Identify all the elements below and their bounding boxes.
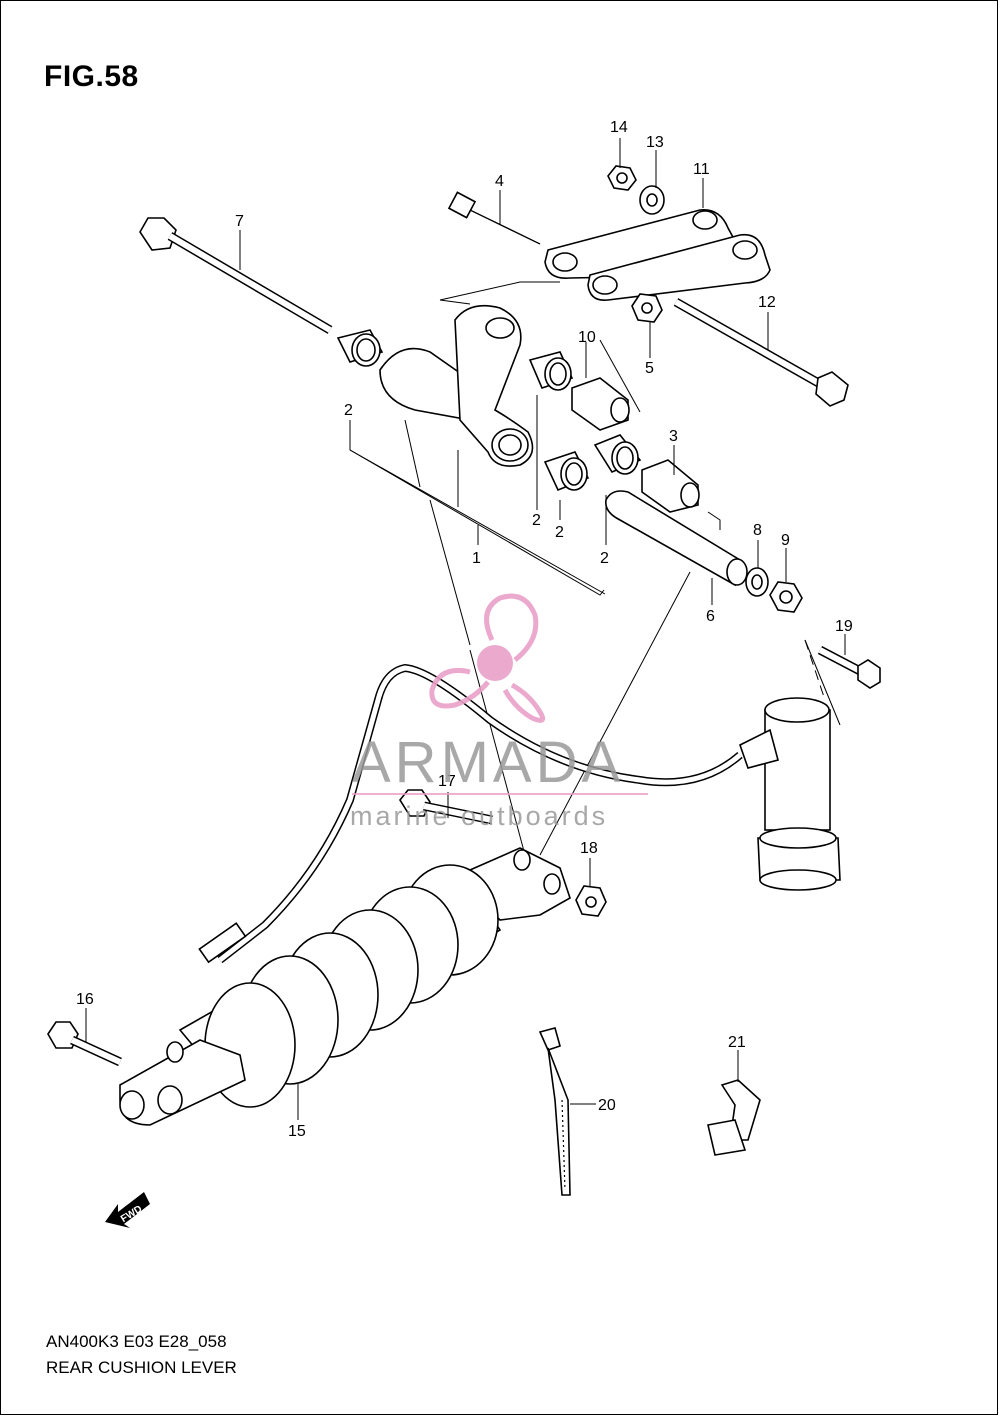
washer-13 [639, 185, 665, 215]
bolt-16 [47, 1021, 122, 1067]
callout-18: 18 [580, 840, 598, 857]
clamp-21 [707, 1079, 761, 1156]
bearing-2-right [593, 434, 642, 475]
cable-tie-20 [538, 1027, 571, 1196]
armada-watermark: ARMADA marine outboards [350, 593, 648, 831]
callout-6: 6 [706, 608, 715, 625]
propeller-logo-icon [429, 593, 546, 723]
callout-labels: 1 2 2 2 2 3 4 5 6 7 8 9 10 11 12 13 14 1… [76, 119, 853, 1140]
spacer-10 [571, 377, 630, 431]
spacer-3 [641, 459, 700, 513]
callout-2-lower: 2 [555, 524, 564, 541]
bearing-2-lower [543, 451, 590, 492]
callout-1: 1 [472, 550, 481, 567]
diagram-name: REAR CUSHION LEVER [46, 1358, 237, 1377]
callout-2-mid: 2 [532, 512, 541, 529]
bolt-12 [673, 298, 849, 407]
callout-20: 20 [598, 1097, 616, 1114]
callout-5: 5 [645, 360, 654, 377]
pipe-6 [604, 490, 748, 587]
callout-10: 10 [578, 329, 596, 346]
nut-9 [769, 581, 803, 613]
figure-title: FIG.58 [44, 60, 139, 93]
callout-17: 17 [438, 773, 456, 790]
nut-18 [575, 885, 607, 917]
callout-8: 8 [753, 522, 762, 539]
bolt-7 [139, 217, 333, 334]
washer-8 [745, 567, 769, 597]
shock-reservoir [739, 697, 841, 891]
bearing-2-mid [528, 351, 574, 391]
callout-13: 13 [646, 134, 664, 151]
callout-14: 14 [610, 119, 628, 136]
cushion-rod-links [544, 209, 771, 302]
callout-leaders [85, 138, 846, 1120]
nut-5 [631, 293, 663, 323]
watermark-brand: ARMADA [352, 730, 624, 795]
callout-4: 4 [495, 173, 504, 190]
callout-11: 11 [693, 161, 710, 178]
bearing-2-upper [336, 329, 384, 367]
callout-7: 7 [235, 213, 244, 230]
callout-21: 21 [728, 1034, 746, 1051]
callout-9: 9 [781, 532, 790, 549]
callout-2-upper: 2 [344, 402, 353, 419]
callout-3: 3 [669, 428, 678, 445]
fwd-arrow-icon: FWD [105, 1192, 150, 1228]
callout-12: 12 [758, 294, 776, 311]
cushion-lever-1 [379, 304, 534, 467]
reservoir-hose [198, 663, 743, 964]
callout-15: 15 [288, 1123, 306, 1140]
watermark-tagline: marine outboards [350, 801, 608, 831]
callout-16: 16 [76, 991, 94, 1008]
nut-14 [607, 165, 637, 191]
callout-2-right: 2 [600, 550, 609, 567]
bolt-17 [399, 789, 493, 825]
bolt-4 [447, 191, 541, 245]
bolt-19 [817, 646, 881, 689]
callout-19: 19 [835, 618, 853, 635]
assembly-leader-lines [349, 281, 841, 856]
diagram-code: AN400K3 E03 E28_058 [46, 1332, 227, 1351]
rear-shock-absorber-15 [119, 847, 571, 1126]
